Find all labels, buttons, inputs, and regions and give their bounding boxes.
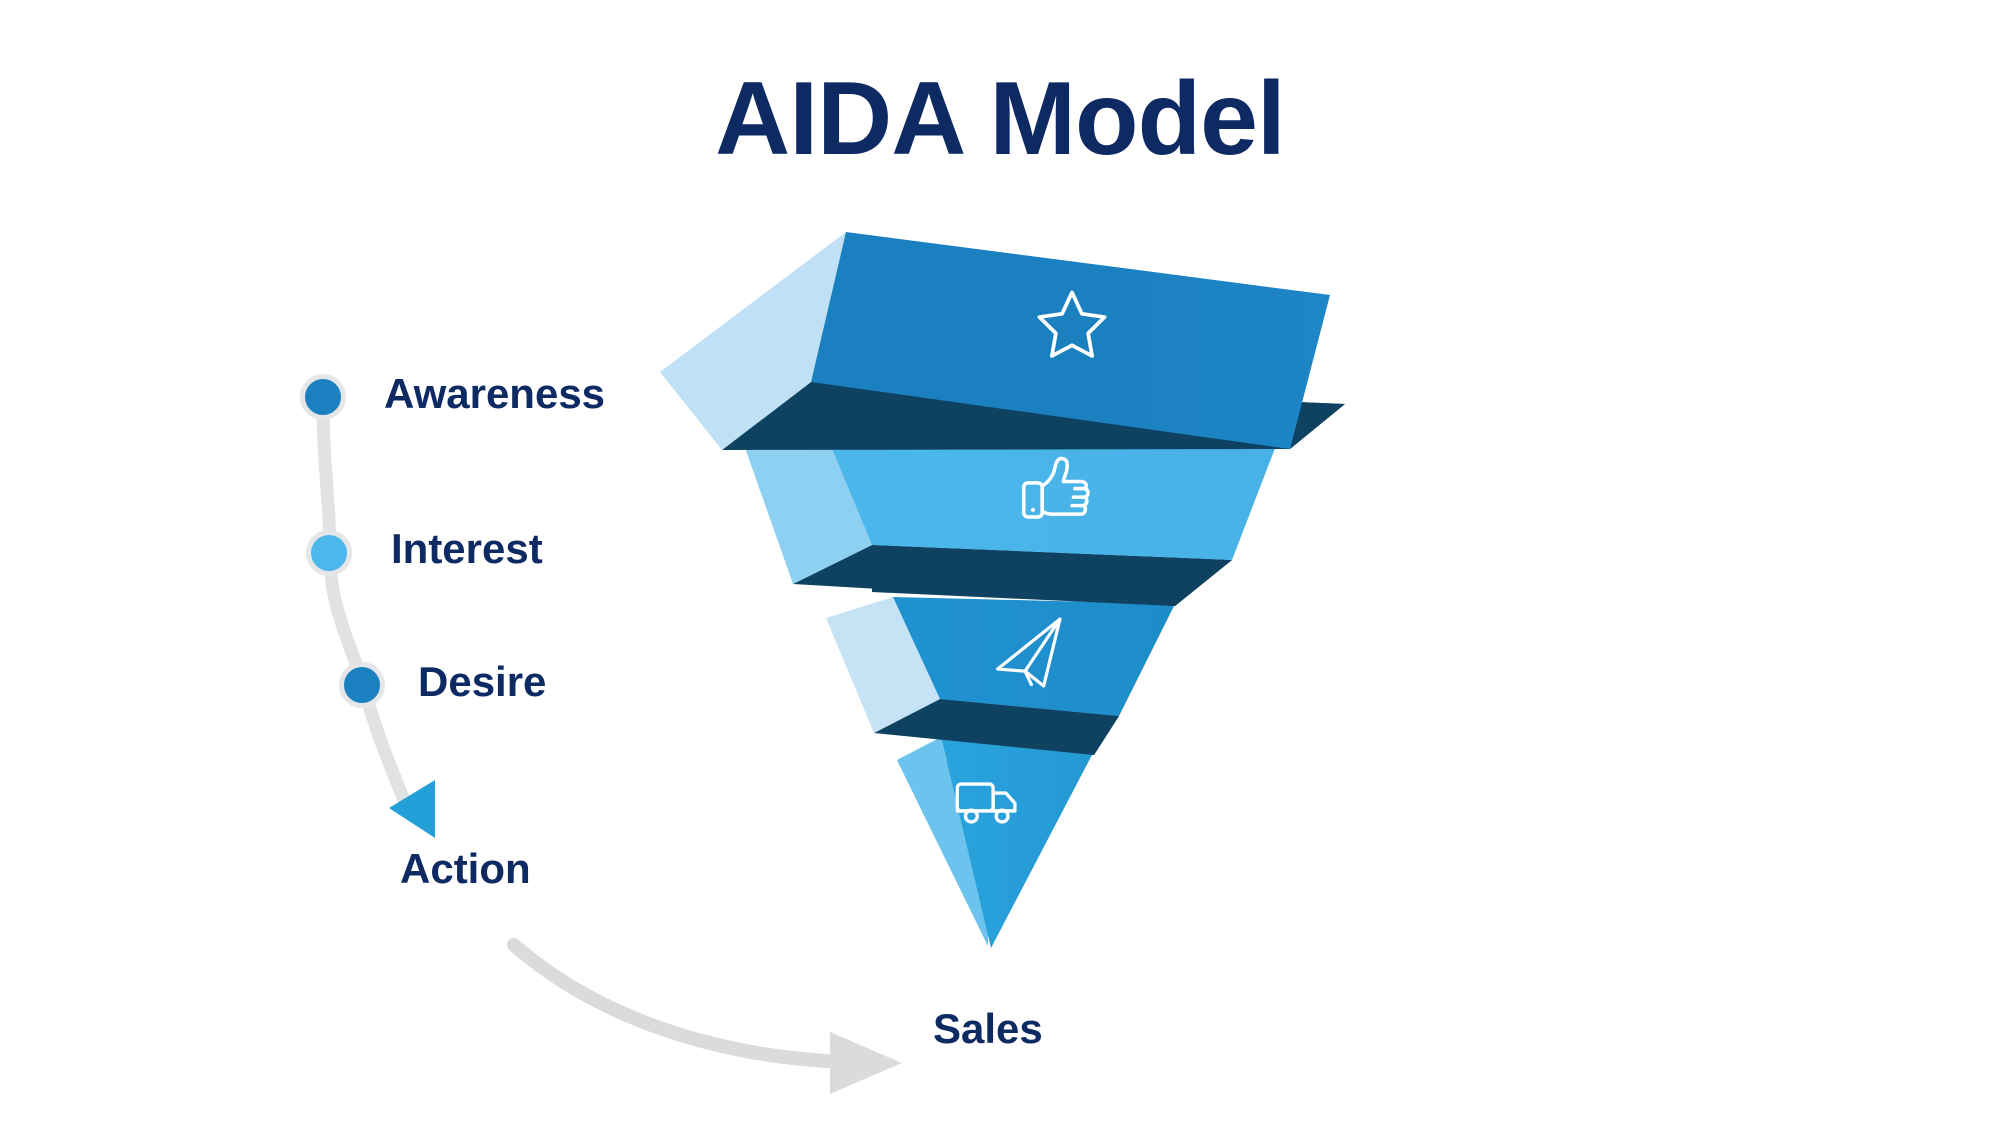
action-triangle-marker <box>389 780 435 838</box>
step-label-desire: Desire <box>418 658 547 705</box>
step-label-interest: Interest <box>391 525 543 572</box>
funnel-layer-interest-edge2 <box>872 545 1232 606</box>
step-dot-interest[interactable] <box>306 530 352 576</box>
funnel-layer-awareness-front <box>811 232 1330 449</box>
thumbs-up-icon <box>1021 456 1090 519</box>
funnel-layer-desire-edge2 <box>940 699 1119 755</box>
funnel-layer-action[interactable] <box>897 737 1093 948</box>
paper-plane-icon <box>996 617 1062 688</box>
funnel-layer-action-front <box>941 737 1093 948</box>
step-label-action: Action <box>400 845 531 892</box>
funnel-layer-desire-side <box>826 597 940 733</box>
delivery-truck-icon <box>955 782 1017 824</box>
step-dot-awareness[interactable] <box>300 374 346 420</box>
step-label-awareness: Awareness <box>384 370 606 417</box>
star-icon <box>1037 290 1107 358</box>
funnel-layer-awareness-side <box>660 232 846 450</box>
sales-curved-arrow <box>507 938 902 1094</box>
step-dot-desire[interactable] <box>339 662 385 708</box>
funnel-layer-desire[interactable] <box>826 597 1175 755</box>
funnel-layer-awareness[interactable] <box>660 232 1345 450</box>
sales-label: Sales <box>933 1005 1043 1052</box>
page-title: AIDA Model <box>715 61 1286 177</box>
step-connector-path <box>316 391 411 807</box>
